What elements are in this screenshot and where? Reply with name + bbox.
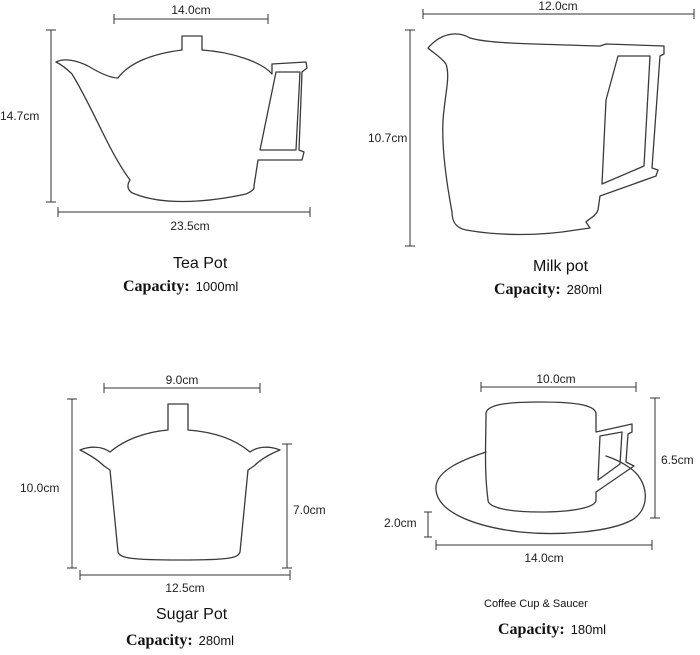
- teapot-name: Tea Pot: [173, 255, 228, 272]
- teapot-dim-bottom-label: 23.5cm: [170, 219, 209, 233]
- sugarpot-outline: [79, 403, 281, 561]
- teapot-dim-bottom: 23.5cm: [57, 207, 311, 233]
- teapot-dim-height: 14.7cm: [0, 29, 56, 203]
- teapot-dim-top-label: 14.0cm: [171, 3, 210, 17]
- cup-dim-height: 6.5cm: [650, 397, 694, 519]
- sugarpot-capacity-label: Capacity:: [126, 632, 193, 649]
- cup-capacity-value: 180ml: [570, 622, 607, 637]
- cup-dim-bottom-label: 14.0cm: [524, 551, 563, 565]
- milkpot-dim-top-label: 12.0cm: [538, 0, 577, 13]
- sugarpot-dim-body-height-label: 7.0cm: [293, 503, 326, 517]
- cup-name: Coffee Cup & Saucer: [484, 598, 588, 610]
- milkpot-dim-height-label: 10.7cm: [368, 131, 407, 145]
- cup-capacity-label: Capacity:: [498, 621, 565, 638]
- sugarpot-capacity: Capacity: 280ml: [126, 632, 234, 650]
- sugarpot-capacity-value: 280ml: [198, 633, 235, 648]
- teapot-capacity-label: Capacity:: [123, 278, 190, 295]
- milkpot-outline: [427, 33, 665, 236]
- cup-dim-height-label: 6.5cm: [661, 453, 694, 467]
- sugarpot-dim-height-label: 10.0cm: [20, 481, 59, 495]
- teapot-dim-top: 14.0cm: [113, 3, 269, 24]
- sugarpot-dim-body-height: 7.0cm: [282, 443, 326, 569]
- milkpot-group: 12.0cm 10.7cm: [368, 0, 695, 247]
- cup-dim-top: 10.0cm: [480, 372, 637, 392]
- teapot-capacity-value: 1000ml: [195, 279, 239, 294]
- sugarpot-group: 9.0cm 10.0cm 7.0cm 12.5cm: [20, 373, 326, 595]
- sugarpot-dim-top: 9.0cm: [103, 373, 261, 393]
- milkpot-capacity-label: Capacity:: [494, 281, 561, 298]
- sugarpot-dim-bottom-label: 12.5cm: [165, 581, 204, 595]
- sugarpot-dim-top-label: 9.0cm: [166, 373, 199, 387]
- milkpot-capacity-value: 280ml: [566, 282, 603, 297]
- teapot-group: 14.0cm 14.7cm 23.5cm: [0, 3, 311, 233]
- milkpot-capacity: Capacity: 280ml: [494, 281, 602, 299]
- cup-dim-saucer-height-label: 2.0cm: [384, 516, 417, 530]
- cup-capacity: Capacity: 180ml: [498, 621, 606, 639]
- cup-outline: [484, 401, 635, 513]
- teapot-dim-height-label: 14.7cm: [0, 109, 39, 123]
- sugarpot-dim-height: 10.0cm: [20, 398, 77, 569]
- teapot-capacity: Capacity: 1000ml: [123, 278, 238, 296]
- cup-dim-bottom: 14.0cm: [435, 540, 653, 565]
- milkpot-dim-top: 12.0cm: [422, 0, 695, 19]
- cup-dim-top-label: 10.0cm: [536, 372, 575, 386]
- saucer-outline: [435, 451, 646, 535]
- sugarpot-dim-bottom: 12.5cm: [79, 570, 291, 595]
- milkpot-name: Milk pot: [533, 258, 589, 275]
- teapot-outline: [55, 35, 308, 203]
- milkpot-dim-height: 10.7cm: [368, 29, 415, 247]
- cup-dim-saucer-height: 2.0cm: [384, 511, 432, 538]
- sugarpot-name: Sugar Pot: [156, 606, 228, 623]
- cup-group: 10.0cm 6.5cm 2.0cm 14.0cm: [384, 372, 694, 565]
